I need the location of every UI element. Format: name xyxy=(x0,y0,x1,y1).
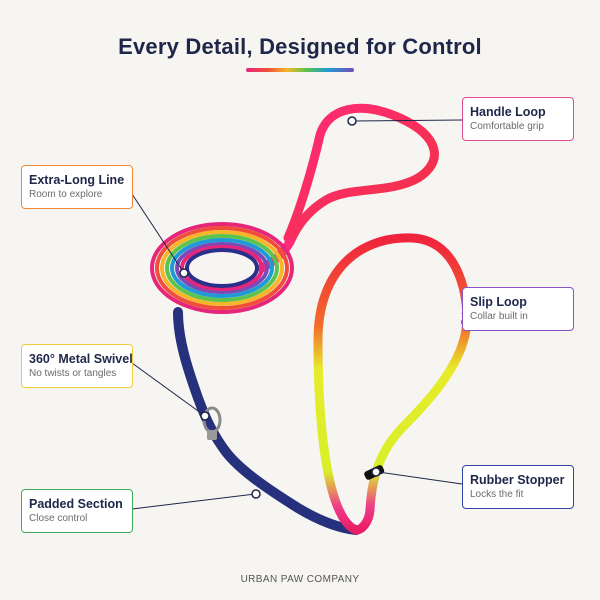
callout-title: Padded Section xyxy=(29,497,123,511)
rubber-stopper-marker xyxy=(371,467,381,477)
slip-loop-strap xyxy=(313,233,472,535)
callout-handle-loop: Handle Loop Comfortable grip xyxy=(462,97,574,141)
padded-section-marker xyxy=(251,489,261,499)
handle-loop-strap xyxy=(257,103,439,273)
callout-title: Rubber Stopper xyxy=(470,473,565,487)
callout-rubber-stopper: Rubber Stopper Locks the fit xyxy=(462,465,574,509)
callout-description: No twists or tangles xyxy=(29,368,117,379)
metal-swivel-marker xyxy=(200,411,210,421)
callout-description: Collar built in xyxy=(470,311,528,322)
coiled-rainbow-line xyxy=(150,222,294,314)
callout-description: Comfortable grip xyxy=(470,121,544,132)
callout-description: Room to explore xyxy=(29,189,103,200)
marker-dots xyxy=(179,116,471,499)
rainbow-underline xyxy=(246,68,354,72)
extra-long-line-marker xyxy=(179,268,189,278)
callout-title: Handle Loop xyxy=(470,105,546,119)
callout-description: Close control xyxy=(29,513,88,524)
brand-footer: URBAN PAW COMPANY xyxy=(240,574,360,585)
page-title: Every Detail, Designed for Control xyxy=(118,34,482,59)
callout-extra-long-line: Extra-Long Line Room to explore xyxy=(21,165,133,209)
callout-title: Slip Loop xyxy=(470,295,527,309)
handle-loop-marker xyxy=(347,116,357,126)
callout-slip-loop: Slip Loop Collar built in xyxy=(462,287,574,331)
padded-navy-strap xyxy=(173,307,361,535)
callout-description: Locks the fit xyxy=(470,489,524,500)
callout-title: Extra-Long Line xyxy=(29,173,125,187)
callout-metal-swivel: 360° Metal Swivel No twists or tangles xyxy=(21,344,133,388)
callout-padded-section: Padded Section Close control xyxy=(21,489,133,533)
callout-title: 360° Metal Swivel xyxy=(29,352,133,366)
